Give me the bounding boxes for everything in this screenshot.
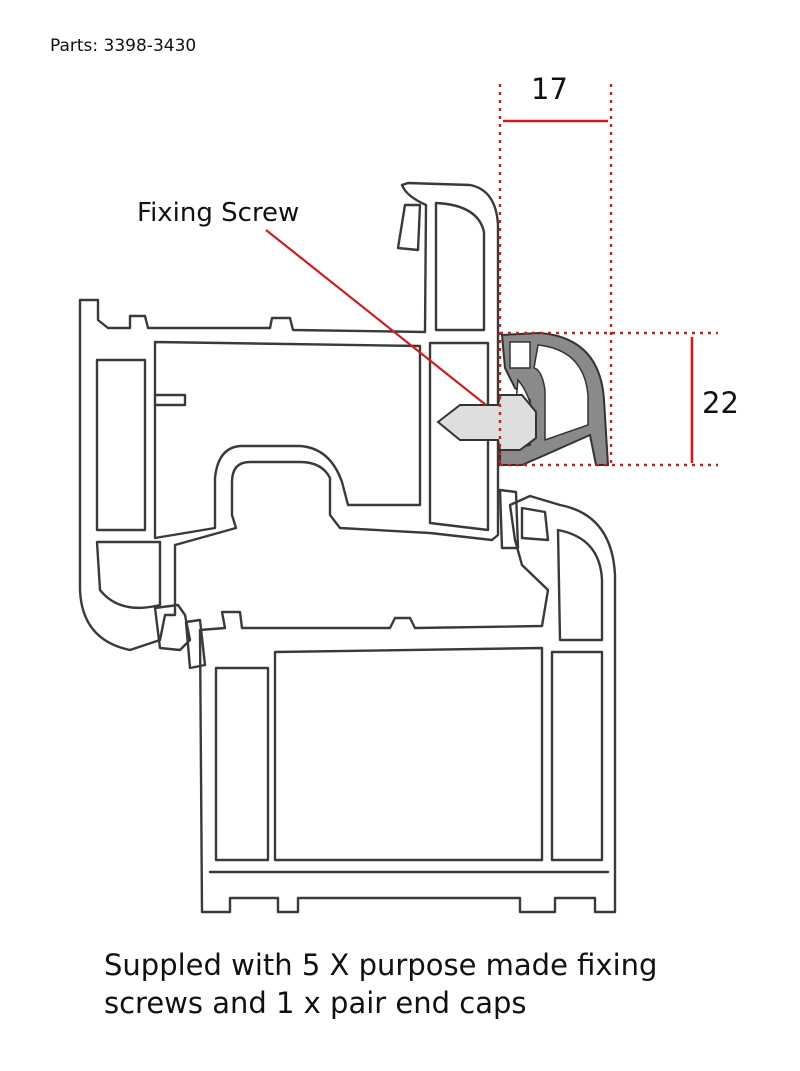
fixing-screw-label: Fixing Screw [137, 198, 300, 228]
caption-line-1: Suppled with 5 X purpose made fixing [104, 948, 658, 982]
seal-right-2 [520, 506, 550, 542]
frame-cavity-top [434, 201, 486, 332]
sash-cavity-left [214, 666, 270, 862]
frame-cavity-main [153, 340, 422, 540]
sash-cavity-right-lower [550, 650, 604, 862]
bead-inner-b [533, 344, 589, 442]
dimension-width-label: 17 [531, 72, 568, 106]
seal-left-2 [184, 618, 207, 670]
frame-cavity-lower [95, 540, 162, 609]
sash-cavity-main [273, 646, 544, 862]
seal-left [153, 603, 192, 652]
bead-inner-a [509, 341, 531, 369]
frame-lip [153, 393, 187, 407]
frame-cavity-neck [396, 203, 422, 252]
sash-outline [198, 494, 617, 914]
caption-line-2: screws and 1 x pair end caps [104, 986, 527, 1020]
dimension-height-label: 22 [702, 386, 739, 420]
fixing-screw-icon [436, 394, 537, 451]
parts-number: Parts: 3398-3430 [50, 36, 197, 56]
seal-right [498, 488, 520, 550]
frame-cavity-right [428, 341, 490, 532]
caption: Suppled with 5 X purpose made fixing scr… [104, 946, 784, 1022]
screw-leader-line [265, 229, 487, 406]
dimension-lines [265, 84, 718, 467]
frame-outline [78, 181, 500, 652]
window-profile [78, 181, 617, 914]
frame-cavity-left [95, 358, 147, 532]
sash-cavity-right-upper [556, 528, 604, 642]
